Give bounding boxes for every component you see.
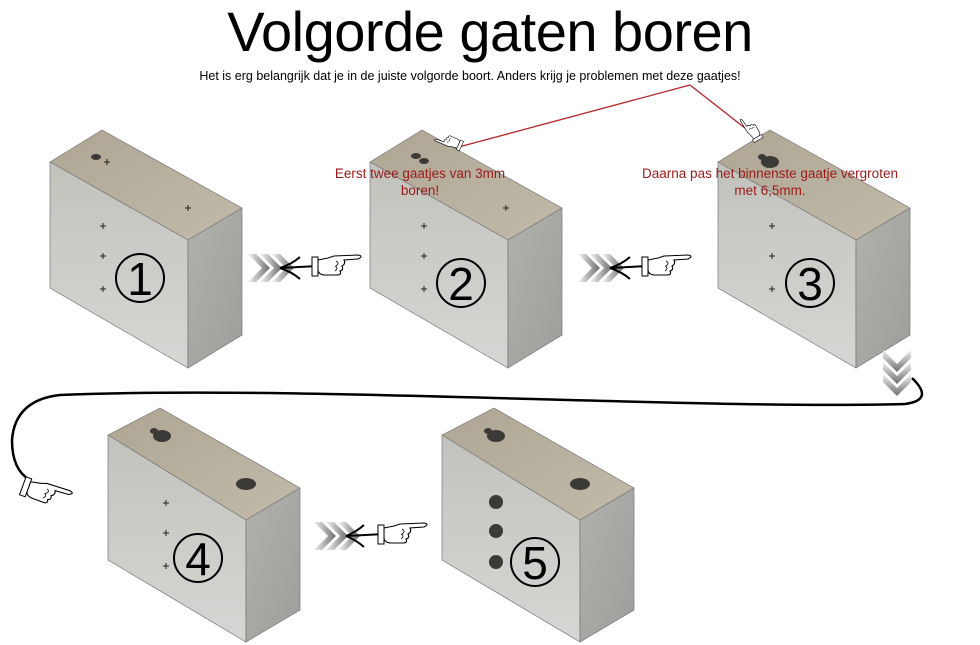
block-step-5: 5 — [441, 407, 635, 643]
arrow-3-to-4 — [10, 350, 924, 513]
arrow-1-to-2 — [248, 254, 362, 282]
arrow-4-to-5 — [314, 522, 428, 550]
page-title: Volgorde gaten boren — [227, 0, 753, 63]
block-step-2: 2 — [369, 129, 563, 369]
note-step-3: Daarna pas het binnenste gaatje vergrote… — [642, 166, 898, 198]
step-number-4: 4 — [185, 533, 211, 585]
step-number-3: 3 — [797, 258, 823, 310]
note-step-2: Eerst twee gaatjes van 3mm boren! — [334, 166, 506, 198]
step-number-1: 1 — [127, 253, 153, 305]
block-step-1: 1 — [49, 129, 243, 369]
page-subtitle: Het is erg belangrijk dat je in de juist… — [199, 69, 741, 83]
step-number-2: 2 — [448, 258, 474, 310]
callout-lines — [434, 84, 764, 153]
block-step-4: 4 — [107, 407, 301, 643]
arrow-2-to-3 — [578, 254, 692, 282]
block-step-3: 3 — [717, 129, 911, 369]
step-number-5: 5 — [522, 537, 548, 589]
